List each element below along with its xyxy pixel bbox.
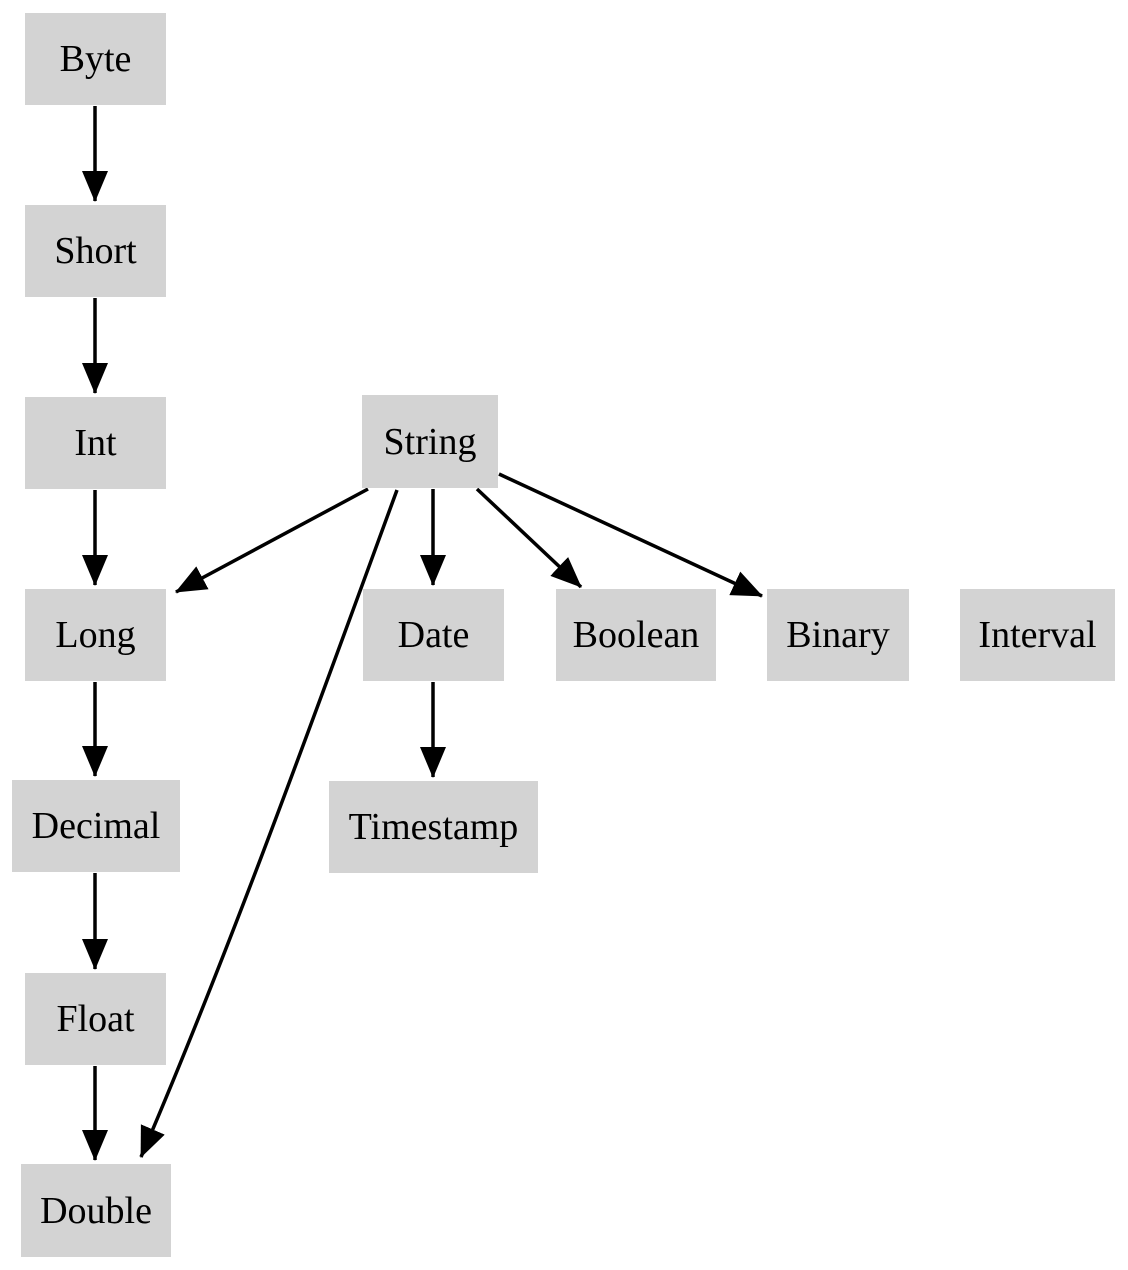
node-boolean-label: Boolean <box>572 614 700 656</box>
node-int: Int <box>25 397 166 489</box>
edge-string-boolean <box>475 487 583 589</box>
node-binary: Binary <box>767 589 909 681</box>
node-boolean: Boolean <box>556 589 716 681</box>
node-string: String <box>362 395 498 488</box>
node-date-label: Date <box>397 614 470 656</box>
node-int-label: Int <box>74 422 117 464</box>
node-byte-label: Byte <box>59 38 132 80</box>
node-string-label: String <box>383 420 477 463</box>
node-timestamp-label: Timestamp <box>348 806 519 848</box>
node-date: Date <box>363 589 504 681</box>
node-long: Long <box>25 589 166 681</box>
node-short: Short <box>25 205 166 297</box>
node-decimal-label: Decimal <box>31 805 161 847</box>
node-binary-label: Binary <box>786 614 890 656</box>
node-interval-label: Interval <box>978 614 1097 656</box>
node-float: Float <box>25 973 166 1065</box>
node-byte: Byte <box>25 13 166 105</box>
node-short-label: Short <box>54 230 137 272</box>
node-interval: Interval <box>960 589 1115 681</box>
node-decimal: Decimal <box>12 780 180 872</box>
node-float-label: Float <box>56 998 135 1040</box>
edge-string-long <box>175 487 369 594</box>
node-double-label: Double <box>40 1189 152 1232</box>
node-double: Double <box>21 1164 171 1257</box>
edge-string-binary <box>498 472 763 598</box>
node-long-label: Long <box>55 614 136 656</box>
node-timestamp: Timestamp <box>329 781 538 873</box>
